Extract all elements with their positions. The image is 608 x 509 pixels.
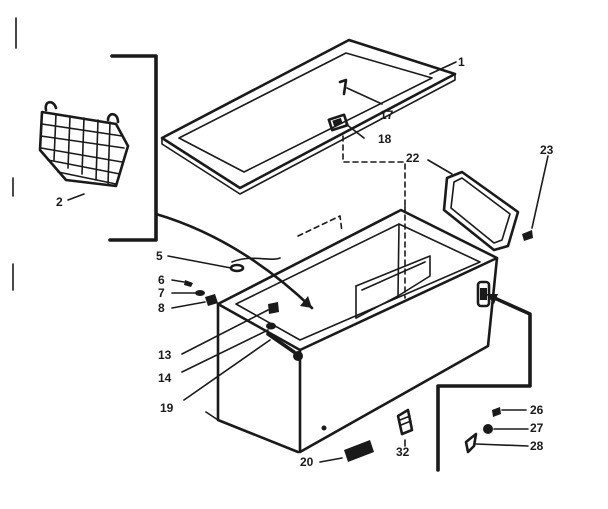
callout-7: 7 <box>158 286 165 300</box>
lid-screw <box>338 78 348 96</box>
callout-26: 26 <box>530 403 544 417</box>
callout-1: 1 <box>458 55 465 69</box>
lid-gasket <box>442 170 520 252</box>
callout-6: 6 <box>158 273 165 287</box>
scan-marks <box>12 17 17 291</box>
hardware-stack-6-7-8 <box>184 280 218 306</box>
drain-cap-part <box>229 257 281 273</box>
callout-14: 14 <box>158 371 172 385</box>
leader-lines <box>67 61 549 463</box>
callout-2: 2 <box>56 195 63 209</box>
wire-basket <box>38 100 130 188</box>
leveling-leg <box>396 408 414 436</box>
freezer-cabinet <box>205 208 499 454</box>
callout-20: 20 <box>300 455 314 469</box>
callout-17: 17 <box>380 108 394 122</box>
basket-group-bracket <box>108 54 158 242</box>
gasket-screw <box>522 230 533 241</box>
callout-13: 13 <box>158 348 172 362</box>
drain-assembly-13-14-19 <box>266 302 303 361</box>
front-handle <box>321 425 374 462</box>
callout-8: 8 <box>158 301 165 315</box>
callout-27: 27 <box>530 421 544 435</box>
lid-hinge-plate <box>327 113 349 132</box>
lid <box>160 38 457 195</box>
hinge-hardware-26-27-28 <box>464 407 501 454</box>
basket-placement-arrow <box>154 212 314 310</box>
callout-22: 22 <box>406 151 420 165</box>
callout-23: 23 <box>540 143 554 157</box>
callout-18: 18 <box>378 132 392 146</box>
callout-5: 5 <box>156 249 163 263</box>
basket-arrow-head <box>300 296 312 308</box>
callout-28: 28 <box>530 439 544 453</box>
alignment-lines <box>297 135 406 443</box>
callout-32: 32 <box>396 445 410 459</box>
hinge-group-bracket <box>436 294 532 472</box>
callout-19: 19 <box>160 401 174 415</box>
